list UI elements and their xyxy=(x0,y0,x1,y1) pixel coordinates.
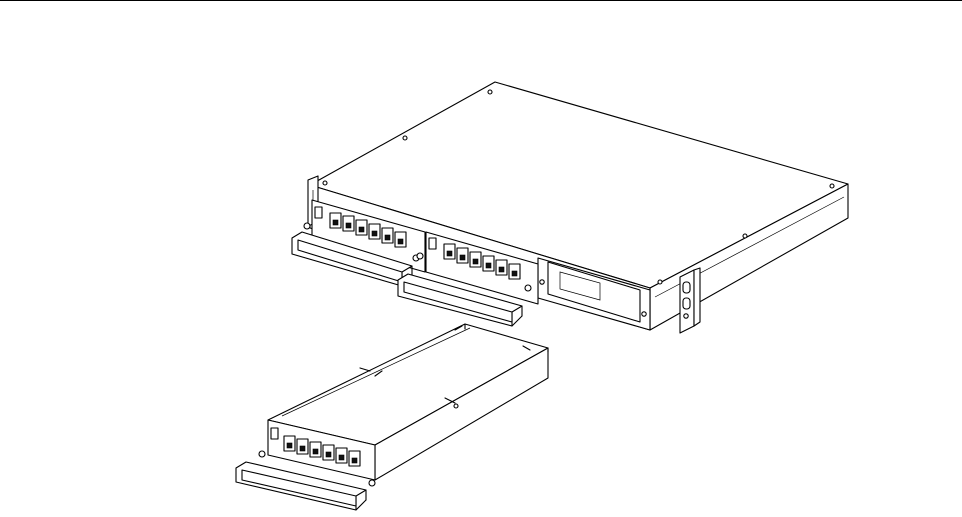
screw-icon xyxy=(403,136,407,140)
slot-screw-icon xyxy=(540,280,544,284)
screw-icon xyxy=(830,184,834,188)
thumbscrew-icon xyxy=(304,223,310,229)
slot-screw-icon xyxy=(642,312,646,316)
screw-icon xyxy=(488,90,492,94)
thumbscrew-icon xyxy=(369,480,375,486)
removed-cassette xyxy=(236,324,548,510)
screw-icon xyxy=(454,404,458,408)
thumbscrew-icon xyxy=(417,253,423,259)
thumbscrew-icon xyxy=(525,285,531,291)
cassette-label-icon xyxy=(429,238,436,249)
screw-icon xyxy=(743,234,747,238)
thumbscrew-icon xyxy=(259,451,265,457)
cassette-label-icon xyxy=(315,207,322,218)
cassette-label-icon xyxy=(271,428,278,439)
screw-icon xyxy=(323,181,327,185)
chassis xyxy=(308,82,848,333)
right-mounting-ear xyxy=(680,268,700,333)
screw-icon xyxy=(658,280,662,284)
